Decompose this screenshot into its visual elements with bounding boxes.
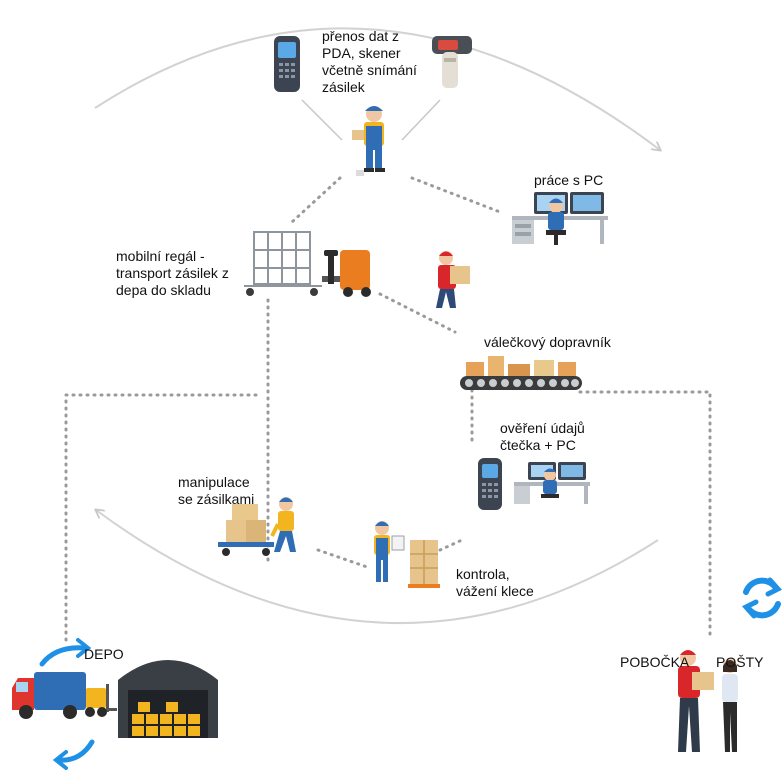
handling-label: manipulace se zásilkami <box>178 474 255 507</box>
barcode-scanner-icon <box>432 36 472 88</box>
pda-reader-icon <box>478 458 502 510</box>
depot-forklift-icon <box>85 684 117 717</box>
inspection-worker-cage-icon <box>374 521 440 588</box>
data-verification-label: ověření údajů čtečka + PC <box>500 420 585 453</box>
mobile-rack-label: mobilní regál - transport zásilek z depa… <box>116 248 229 298</box>
pda-connector <box>301 99 343 141</box>
depot-label: DEPO <box>84 646 124 662</box>
branch-label: POBOČKA <box>620 654 690 670</box>
depot-sync-top-icon <box>39 638 92 667</box>
inspection-label: kontrola, vážení klece <box>456 566 534 599</box>
post-label: POŠTY <box>716 654 764 670</box>
pc-work-label: práce s PC <box>534 172 604 188</box>
scanner-connector <box>401 99 441 141</box>
depot-truck-icon <box>12 672 86 719</box>
top-cycle-arrow <box>94 27 660 150</box>
depot-warehouse-icon <box>118 660 218 738</box>
bottom-cycle-arrow <box>96 510 659 625</box>
data-transfer-label: přenos dat z PDA, skener včetně snímání … <box>322 28 417 95</box>
mobile-rack-tractor-icon <box>244 231 371 297</box>
worker-carrying-box-icon <box>436 251 470 308</box>
roller-conveyor-label: válečkový dopravník <box>484 334 611 350</box>
verification-pc-icon <box>514 462 590 504</box>
worker-with-pda-icon <box>352 106 385 176</box>
pda-device-icon <box>274 36 300 92</box>
courier-icon <box>678 650 714 752</box>
branch-sync-icon <box>741 577 782 619</box>
dotted-flow-lines <box>64 176 712 642</box>
handling-cart-worker-icon <box>218 497 296 556</box>
roller-conveyor-icon <box>460 356 582 390</box>
pc-workstation-icon <box>512 192 608 245</box>
customer-icon <box>722 659 738 752</box>
depot-sync-bottom-icon <box>52 739 95 770</box>
